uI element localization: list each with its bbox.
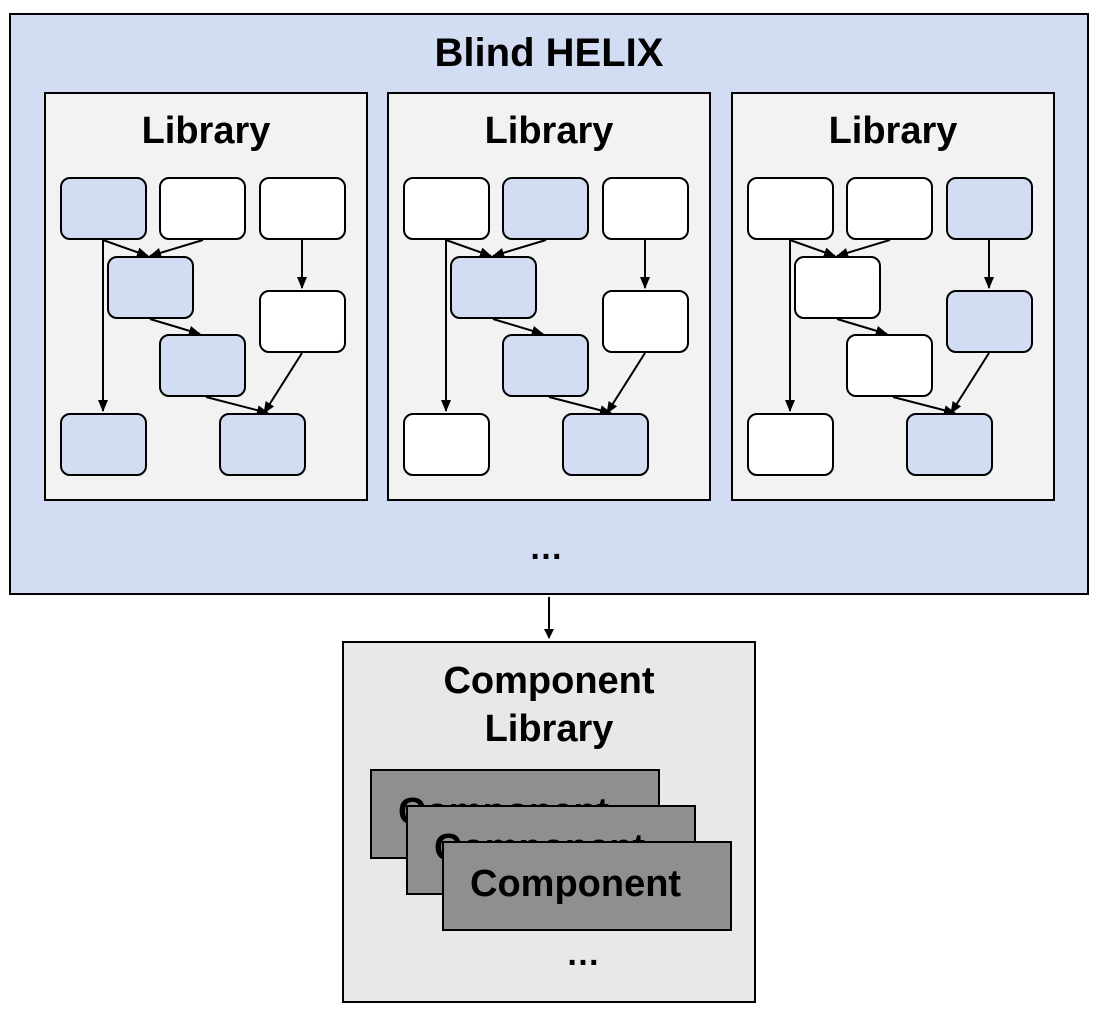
dependency-arrow <box>836 239 891 258</box>
dependency-arrow <box>789 239 836 258</box>
dependency-arrow <box>606 352 646 414</box>
dependency-arrow <box>445 239 492 258</box>
component-library-title-line2: Library <box>484 708 614 750</box>
library-node <box>562 413 649 476</box>
dependency-arrow <box>548 396 612 416</box>
component-library: Component Library Component Component Co… <box>342 641 756 1003</box>
libraries-ellipsis: … <box>529 529 563 567</box>
component-card-3: Component <box>442 841 732 931</box>
dependency-arrow <box>950 352 990 414</box>
library-node <box>946 290 1033 353</box>
library-node <box>846 334 933 397</box>
library-edges <box>441 239 650 416</box>
blind-helix-title: Blind HELIX <box>434 31 664 75</box>
library-node <box>846 177 933 240</box>
library-node <box>259 290 346 353</box>
library-node <box>502 334 589 397</box>
library-title: Library <box>141 110 271 152</box>
library-node <box>450 256 537 319</box>
library-node <box>946 177 1033 240</box>
library-node <box>747 413 834 476</box>
dependency-arrow <box>205 396 269 416</box>
library-node <box>602 290 689 353</box>
library-node <box>259 177 346 240</box>
dependency-arrow <box>492 318 544 336</box>
library-edges <box>98 239 307 416</box>
library-node <box>60 177 147 240</box>
dependency-arrow <box>149 239 204 258</box>
dependency-arrow <box>263 352 303 414</box>
component-library-title: Component Library <box>344 657 754 753</box>
component-library-title-line1: Component <box>443 660 655 702</box>
library-node <box>502 177 589 240</box>
dependency-arrow <box>892 396 956 416</box>
library-panel-2: Library <box>387 92 711 501</box>
library-node <box>906 413 993 476</box>
library-node <box>403 413 490 476</box>
library-panel-3: Library <box>731 92 1055 501</box>
library-edges <box>785 239 994 416</box>
library-panel-1: Library <box>44 92 368 501</box>
dependency-arrow <box>102 239 149 258</box>
library-node <box>60 413 147 476</box>
library-node <box>159 177 246 240</box>
library-title: Library <box>828 110 958 152</box>
dependency-arrow <box>149 318 201 336</box>
library-node <box>403 177 490 240</box>
library-node <box>159 334 246 397</box>
library-node <box>747 177 834 240</box>
component-card-label: Component <box>470 863 682 905</box>
library-title: Library <box>484 110 614 152</box>
library-node <box>107 256 194 319</box>
dependency-arrow <box>836 318 888 336</box>
components-ellipsis: … <box>566 935 600 973</box>
library-node <box>602 177 689 240</box>
dependency-arrow <box>492 239 547 258</box>
